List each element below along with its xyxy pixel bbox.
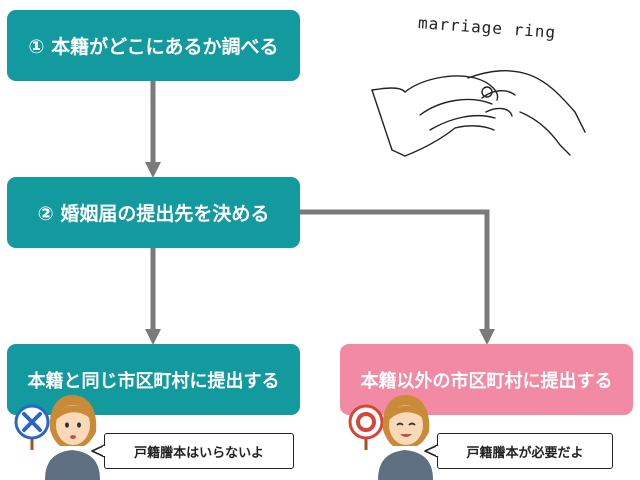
- speech-bubble-same-text: 戸籍謄本はいらないよ: [134, 445, 264, 461]
- step2-label: ② 婚姻届の提出先を決める: [37, 203, 270, 225]
- step1-box: ① 本籍がどこにあるか調べる: [7, 10, 300, 81]
- speech-bubble-other-text: 戸籍謄本が必要だよ: [466, 445, 584, 461]
- speech-bubble-same: 戸籍謄本はいらないよ: [104, 433, 294, 469]
- step1-label: ① 本籍がどこにあるか調べる: [28, 36, 279, 58]
- option-same-label: 本籍と同じ市区町村に提出する: [27, 370, 280, 392]
- option-same-box: 本籍と同じ市区町村に提出する: [7, 344, 300, 415]
- option-other-label: 本籍以外の市区町村に提出する: [360, 370, 613, 392]
- speech-bubble-other: 戸籍謄本が必要だよ: [437, 433, 613, 469]
- option-other-box: 本籍以外の市区町村に提出する: [340, 344, 633, 415]
- arrow-step2-to-other: [300, 209, 496, 346]
- step2-box: ② 婚姻届の提出先を決める: [7, 177, 300, 248]
